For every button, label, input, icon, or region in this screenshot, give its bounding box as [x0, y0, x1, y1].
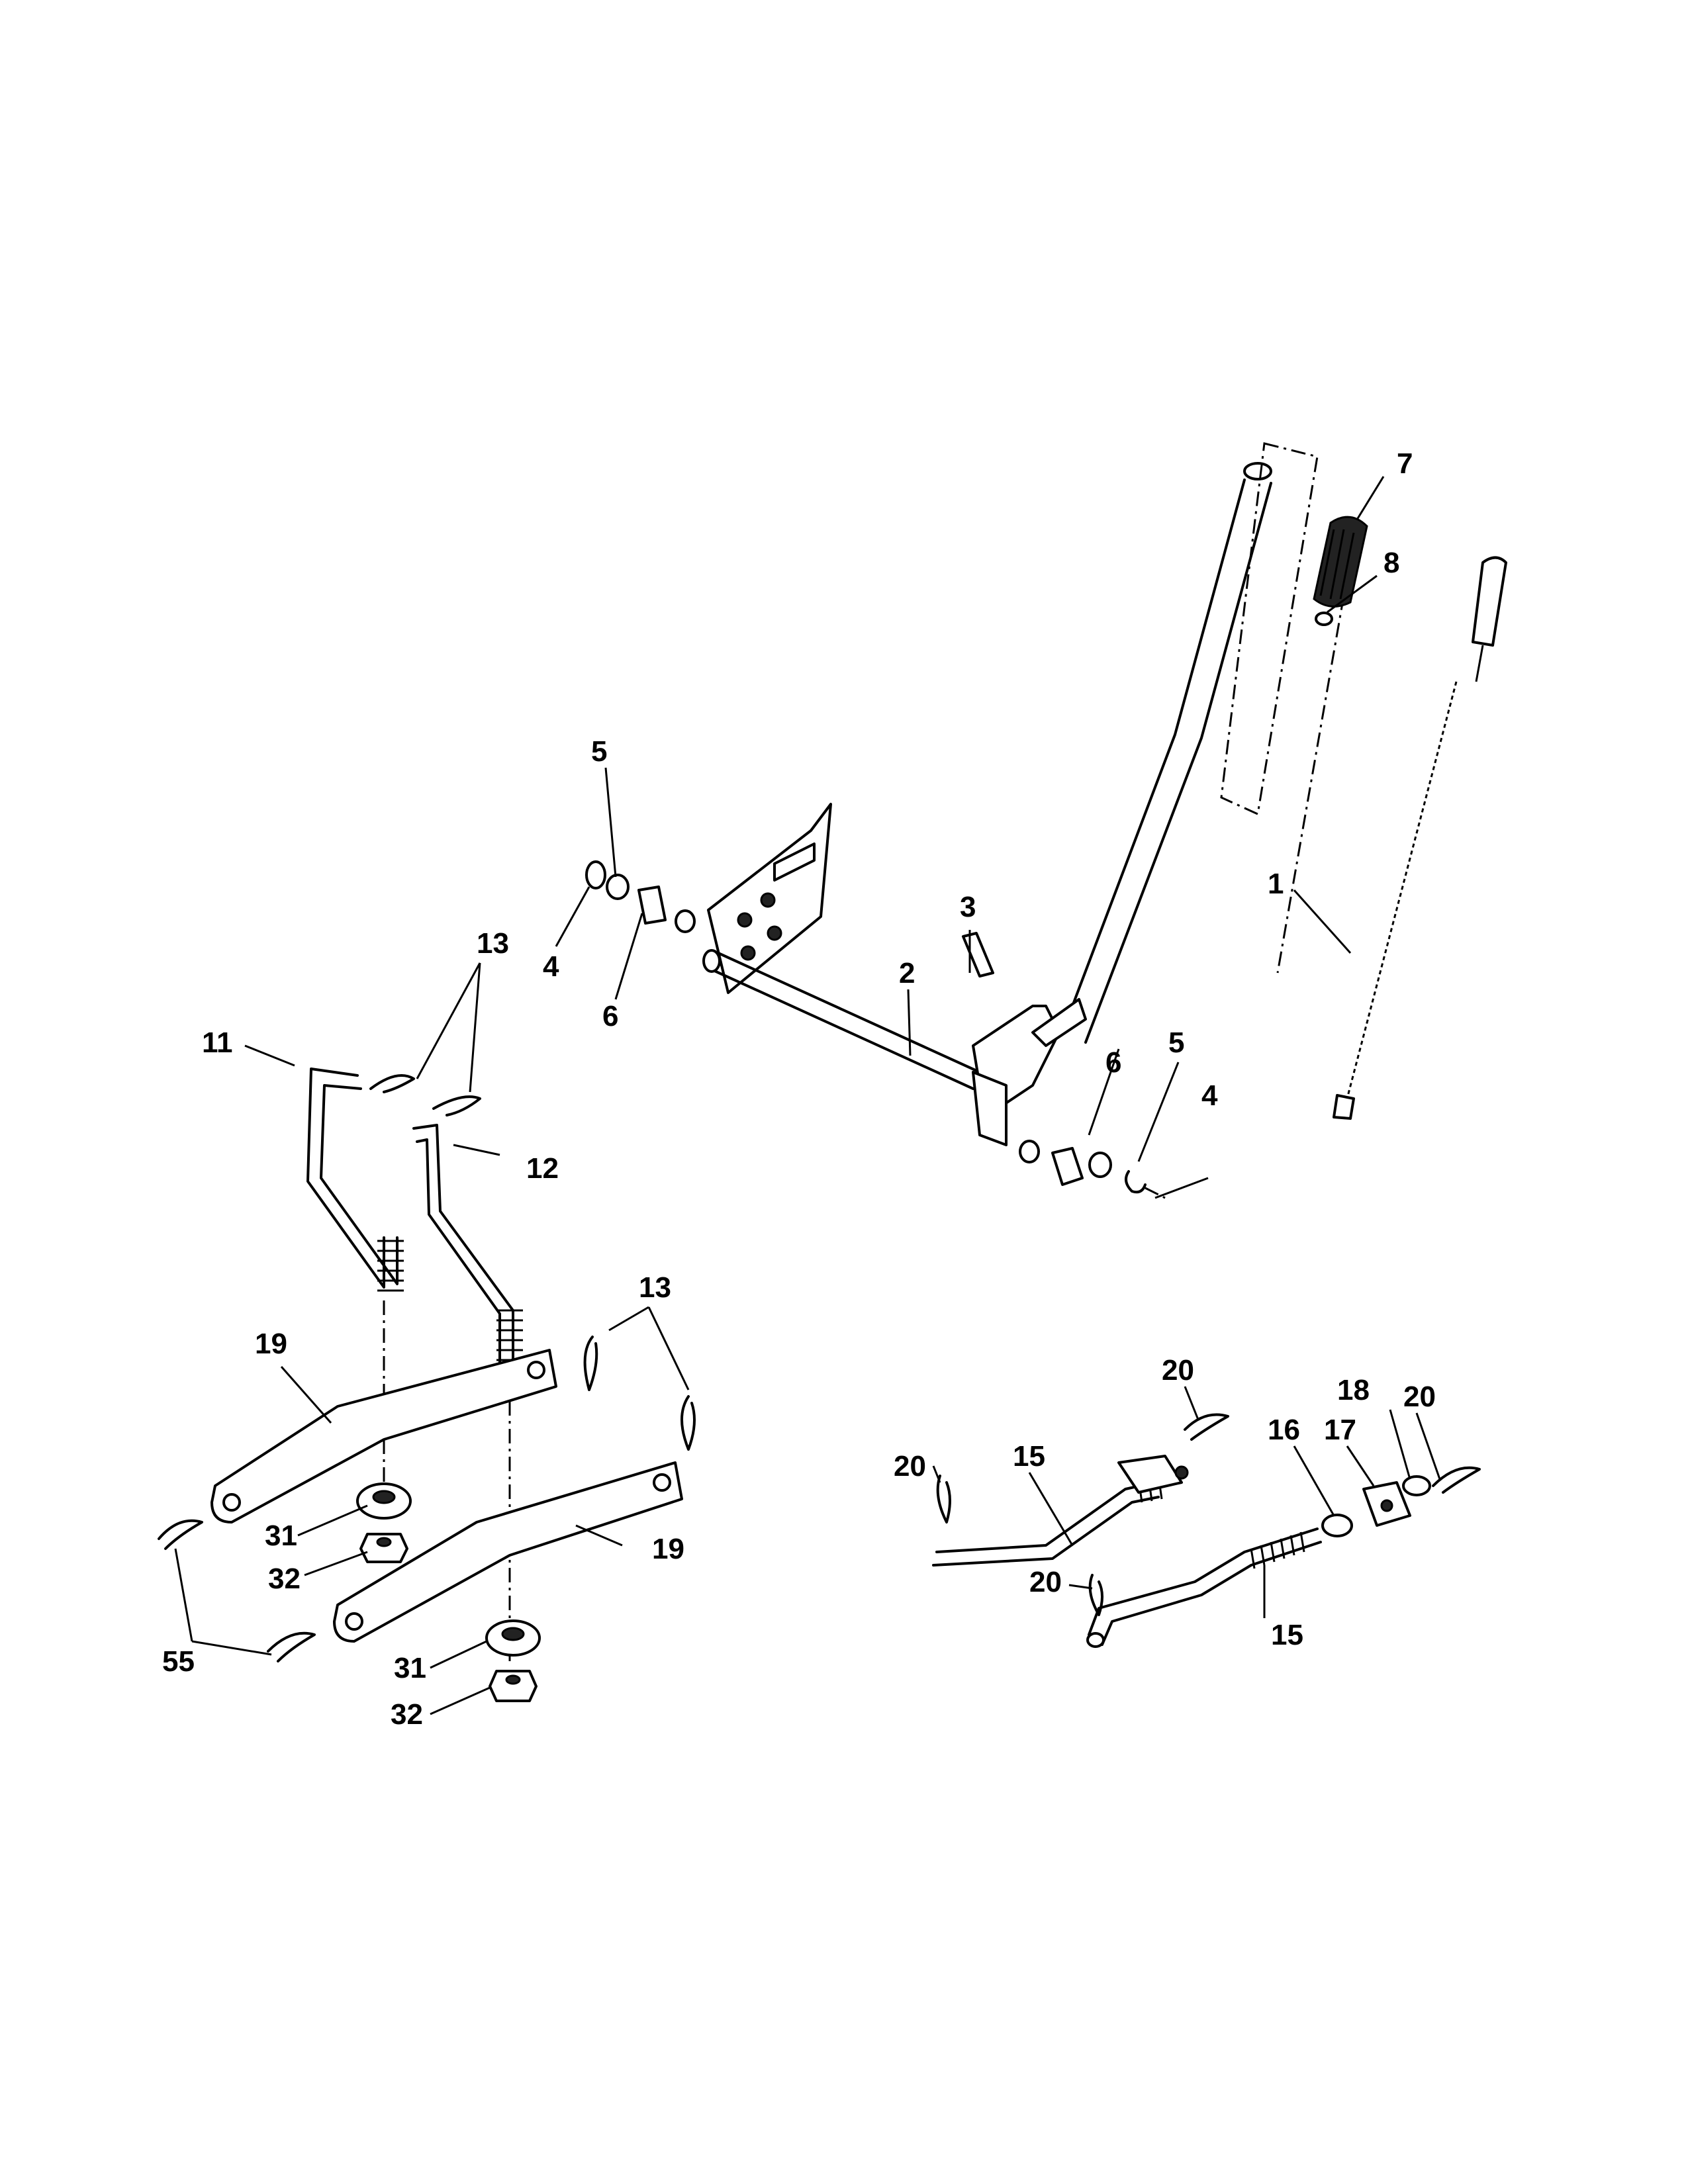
callout-15-lower: 15 [1271, 1619, 1303, 1651]
hairpin-clip-13-upper [369, 1074, 481, 1116]
callout-55: 55 [162, 1645, 195, 1678]
phantom-outline [1220, 442, 1319, 816]
flange-bushing-lower [485, 1619, 541, 1657]
callout-3: 3 [960, 891, 976, 923]
pivot-bracket [972, 998, 1087, 1146]
callout-6-left: 6 [602, 1000, 618, 1032]
callout-32-lower: 32 [391, 1698, 423, 1731]
callout-17: 17 [1324, 1414, 1356, 1446]
flange-bushing-upper [356, 1482, 412, 1520]
callout-20-left: 20 [894, 1450, 926, 1482]
callout-31-lower: 31 [394, 1652, 426, 1684]
lock-nut [1402, 1475, 1431, 1496]
callout-7: 7 [1397, 447, 1413, 480]
callout-5-left: 5 [591, 735, 607, 768]
callout-13-upper: 13 [477, 927, 509, 960]
roll-pin [962, 932, 994, 978]
left-bushing-stack [585, 860, 696, 933]
callout-13-right: 13 [639, 1271, 671, 1304]
callout-2: 2 [899, 957, 915, 989]
hex-nut-upper [359, 1533, 408, 1563]
centerline-grip [1276, 595, 1345, 974]
callout-19-lower: 19 [652, 1533, 684, 1565]
callout-1: 1 [1268, 868, 1284, 900]
right-bushing-stack [1019, 1140, 1166, 1199]
lift-arm-lower [333, 1461, 683, 1643]
hairpin-clip-20 [936, 1413, 1481, 1616]
callout-19-upper: 19 [255, 1328, 287, 1360]
callout-20-right: 20 [1403, 1381, 1436, 1413]
adjustment-rod-lower [1086, 1527, 1322, 1648]
callout-8: 8 [1383, 547, 1399, 579]
lift-cable [1333, 556, 1507, 1120]
handle-grip [1313, 516, 1368, 626]
hairpin-clip-55 [158, 1519, 316, 1662]
callout-labels: 1 2 3 4 4 5 5 6 6 7 8 11 12 13 13 15 15 … [162, 447, 1436, 1731]
trunnion [1362, 1481, 1411, 1527]
callout-6-right: 6 [1105, 1046, 1121, 1079]
hairpin-clip-13-right [583, 1336, 696, 1451]
callout-4-left: 4 [543, 950, 559, 983]
leader-lines [174, 476, 1441, 1715]
callout-31-upper: 31 [265, 1520, 297, 1552]
lift-handle [1061, 462, 1272, 1044]
flat-washer [1321, 1514, 1353, 1537]
callout-15-upper: 15 [1013, 1440, 1045, 1473]
callout-16: 16 [1268, 1414, 1300, 1446]
callout-5-right: 5 [1168, 1026, 1184, 1059]
callout-18: 18 [1337, 1374, 1370, 1406]
cross-shaft [702, 949, 981, 1090]
hex-nut-lower [489, 1670, 538, 1702]
mounting-plate [707, 803, 832, 994]
adjustment-rod-upper [932, 1455, 1189, 1567]
callout-11: 11 [202, 1026, 233, 1059]
callout-20-lower: 20 [1029, 1566, 1062, 1598]
callout-12: 12 [526, 1152, 559, 1185]
callout-32-upper: 32 [268, 1563, 301, 1595]
lift-arm-upper [211, 1349, 557, 1524]
callout-4-right: 4 [1201, 1079, 1218, 1112]
callout-20-upper: 20 [1162, 1354, 1194, 1387]
